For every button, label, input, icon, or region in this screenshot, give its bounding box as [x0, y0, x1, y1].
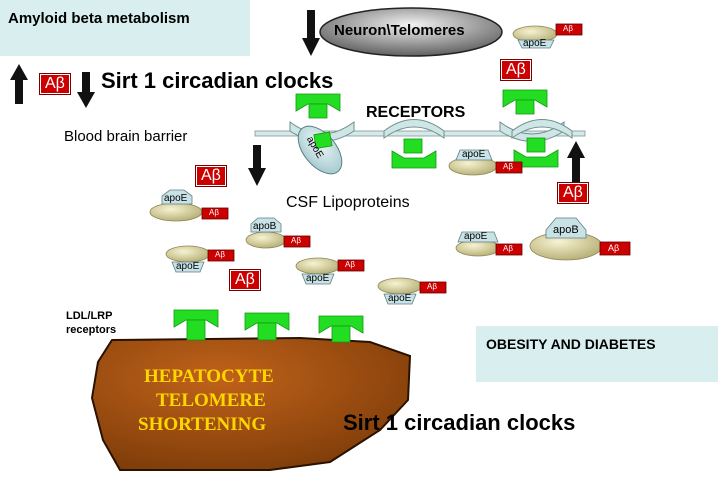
receptor-icon	[313, 131, 333, 150]
hepatocyte-label-line2: TELOMERE	[156, 390, 266, 411]
abeta-small-label: Aβ	[345, 260, 355, 269]
arrow-down-icon	[77, 72, 95, 108]
lipoprotein-particle	[377, 277, 447, 305]
hepatocyte-shape	[90, 336, 412, 471]
abeta-tag: Aβ	[500, 59, 532, 81]
lipoprotein-particle	[149, 189, 229, 222]
ldl-lrp-label-line2: receptors	[66, 324, 117, 336]
lipoprotein-particle	[165, 245, 235, 273]
abeta-tag: Aβ	[557, 182, 589, 204]
ldl-receptor-icon	[173, 309, 219, 341]
receptor-icon	[391, 138, 437, 169]
membrane-cup	[383, 119, 445, 139]
apob-label: apoB	[253, 221, 277, 232]
abeta-small-label: Aβ	[291, 236, 301, 245]
membrane-line	[254, 130, 586, 137]
receptor-icon	[295, 93, 341, 119]
csf-lipoproteins-label: CSF Lipoproteins	[286, 194, 410, 211]
abeta-small-label: Aβ	[503, 162, 513, 171]
abeta-small-label: Aβ	[608, 243, 620, 253]
lipoprotein-particle	[455, 231, 523, 257]
amyloid-beta-title: Amyloid beta metabolism	[8, 10, 190, 27]
apoe-label: apoE	[388, 293, 412, 304]
abeta-tag: Aβ	[195, 165, 227, 187]
amyloid-beta-box	[0, 0, 250, 56]
abeta-tag: Aβ	[229, 269, 261, 291]
arrow-up-icon	[567, 141, 585, 182]
abeta-small-label: Aβ	[209, 208, 219, 217]
neuron-ellipse	[319, 7, 503, 57]
obesity-diabetes-label: OBESITY AND DIABETES	[486, 336, 656, 352]
receptor-icon	[502, 89, 548, 115]
abeta-small-label: Aβ	[215, 250, 225, 259]
sirt1-top-label: Sirt 1 circadian clocks	[101, 68, 334, 93]
blood-brain-barrier-label: Blood brain barrier	[64, 128, 188, 145]
sirt1-bottom-label: Sirt 1 circadian clocks	[343, 410, 576, 435]
hepatocyte-label-line3: SHORTENING	[138, 414, 267, 435]
neuron-telomeres-label: Neuron\Telomeres	[334, 22, 465, 39]
lipoprotein-particle	[512, 23, 583, 49]
arrow-down-icon	[248, 145, 266, 186]
abeta-small-label: Aβ	[563, 24, 573, 33]
apoe-label: apoE	[306, 273, 330, 284]
obesity-diabetes-box	[476, 326, 718, 382]
arrow-down-icon	[302, 10, 320, 56]
hepatocyte-label-line1: HEPATOCYTE	[144, 366, 274, 387]
vesicle-apoe	[297, 125, 343, 175]
ldl-lrp-label-line1: LDL/LRP	[66, 310, 113, 322]
ldl-receptor-icon	[244, 312, 290, 341]
lipoprotein-particle	[448, 149, 523, 176]
apoe-label: apoE	[464, 231, 488, 242]
apoe-label: apoE	[462, 149, 486, 160]
apoe-label: apoE	[176, 261, 200, 272]
apoe-label: apoE	[164, 193, 188, 204]
abeta-small-label: Aβ	[427, 282, 437, 291]
apob-label: apoB	[553, 224, 579, 236]
ldl-receptor-icon	[318, 315, 364, 343]
receptor-icon	[513, 137, 559, 168]
lipoprotein-particle-large	[529, 217, 631, 261]
membrane-cup	[511, 119, 573, 139]
receptors-label: RECEPTORS	[366, 104, 466, 121]
arrow-up-icon	[10, 64, 28, 104]
lipoprotein-particle	[245, 217, 311, 249]
lipoprotein-particle	[295, 257, 365, 285]
apoe-label: apoE	[523, 38, 547, 49]
abeta-tag: Aβ	[39, 73, 71, 95]
abeta-small-label: Aβ	[503, 244, 513, 253]
